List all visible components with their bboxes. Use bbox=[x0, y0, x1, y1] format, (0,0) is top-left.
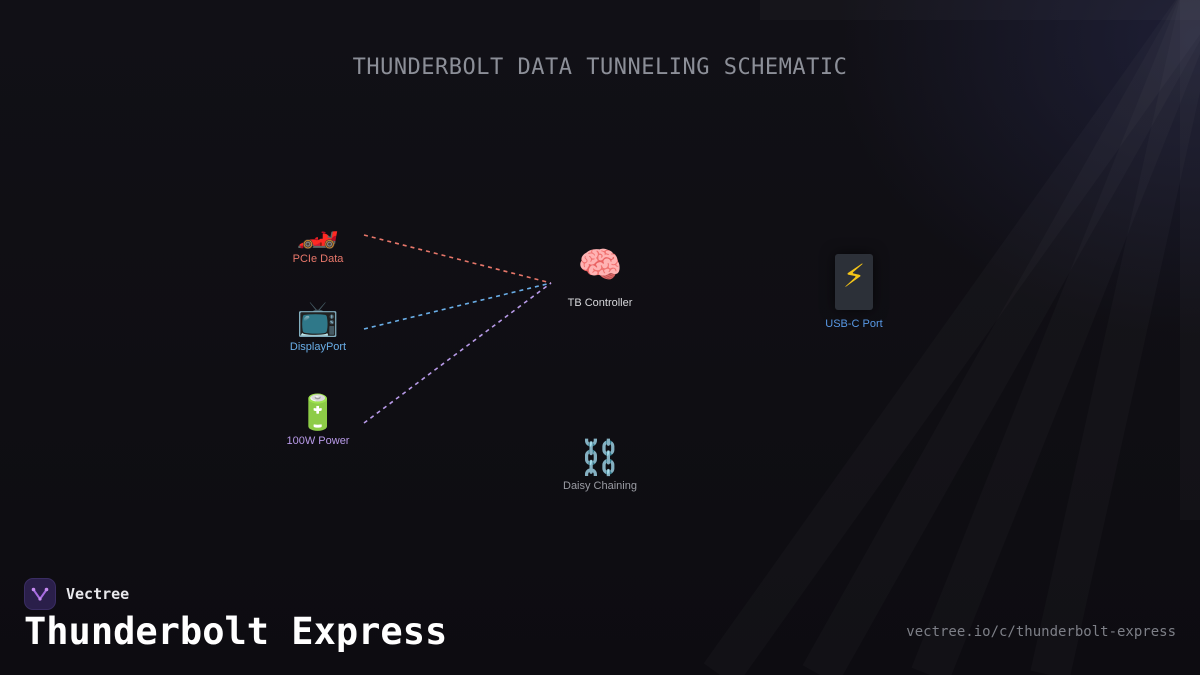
node-daisy-label: Daisy Chaining bbox=[563, 480, 637, 492]
race-car-icon: 🏎️ bbox=[296, 211, 340, 251]
node-displayport-label: DisplayPort bbox=[289, 341, 347, 353]
node-tb-controller: 🧠 TB Controller bbox=[540, 245, 660, 309]
chain-icon: ⛓️ bbox=[578, 438, 622, 478]
node-power: 🔋 100W Power bbox=[258, 393, 378, 447]
page-url: vectree.io/c/thunderbolt-express bbox=[906, 624, 1176, 640]
link-displayport-controller bbox=[363, 282, 552, 330]
page-title: Thunderbolt Express bbox=[24, 610, 448, 653]
television-icon: 📺 bbox=[296, 299, 340, 339]
usb-c-port-shape: ⚡ bbox=[835, 254, 873, 310]
battery-icon: 🔋 bbox=[296, 393, 340, 433]
node-displayport: 📺 DisplayPort bbox=[258, 299, 378, 353]
node-power-label: 100W Power bbox=[286, 435, 350, 447]
node-daisy-chaining: ⛓️ Daisy Chaining bbox=[540, 438, 660, 492]
vectree-logo-icon bbox=[24, 578, 56, 610]
lightning-icon: ⚡ bbox=[842, 257, 866, 295]
link-pcie-controller bbox=[363, 234, 552, 284]
brand-name: Vectree bbox=[66, 585, 130, 603]
node-usbc-label: USB-C Port bbox=[825, 318, 883, 330]
link-power-controller bbox=[363, 282, 552, 424]
brand: Vectree bbox=[24, 577, 129, 611]
brain-icon: 🧠 bbox=[577, 245, 623, 286]
diagram-title: THUNDERBOLT DATA TUNNELING SCHEMATIC bbox=[352, 55, 848, 80]
node-pcie-data: 🏎️ PCIe Data bbox=[258, 211, 378, 265]
node-pcie-label: PCIe Data bbox=[292, 253, 344, 265]
node-usb-c-port: ⚡ USB-C Port bbox=[794, 254, 914, 330]
node-controller-label: TB Controller bbox=[567, 297, 633, 309]
